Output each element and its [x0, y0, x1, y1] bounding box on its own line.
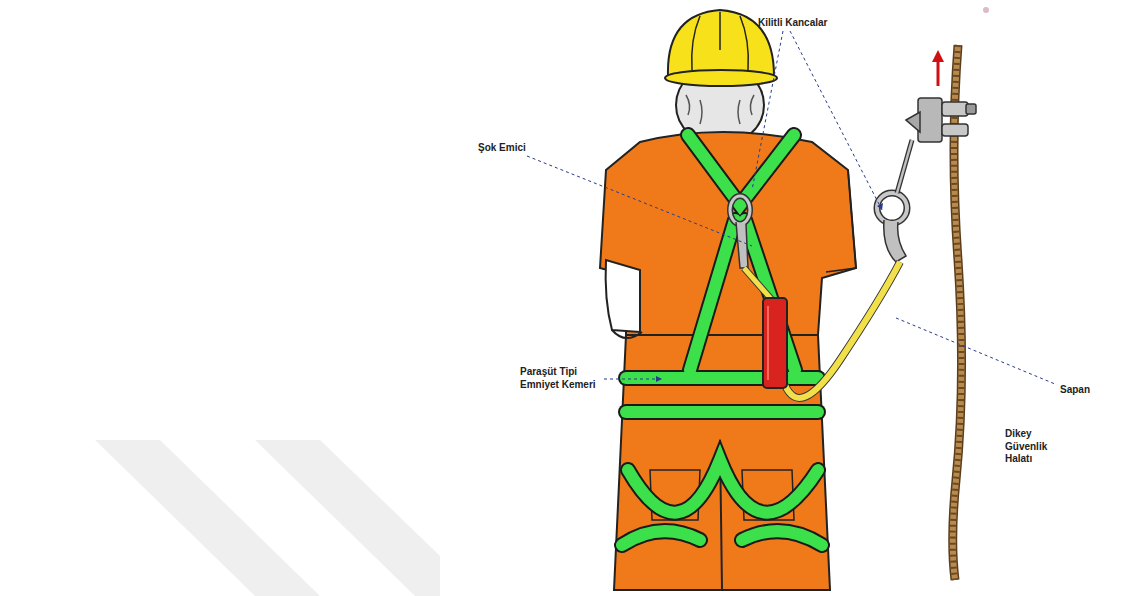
harness [622, 135, 822, 545]
mark [983, 7, 989, 13]
rope-grab [877, 98, 976, 262]
part-label: Şok Emici [478, 142, 548, 155]
worker [600, 10, 856, 590]
leader-arrow [656, 376, 662, 382]
part-label: Paraşüt Tipi Emniyet Kemeri [520, 366, 600, 391]
watermark-stripe [255, 440, 440, 596]
part-label: Sapan [1060, 384, 1120, 397]
leader-line [527, 31, 1055, 384]
part-label: Dikey Güvenlik Halatı [1005, 428, 1075, 466]
leader-arrow [877, 203, 883, 210]
part-label: Kilitli Kancalar [758, 17, 848, 30]
lanyard [730, 196, 900, 398]
direction-arrow [932, 50, 944, 86]
